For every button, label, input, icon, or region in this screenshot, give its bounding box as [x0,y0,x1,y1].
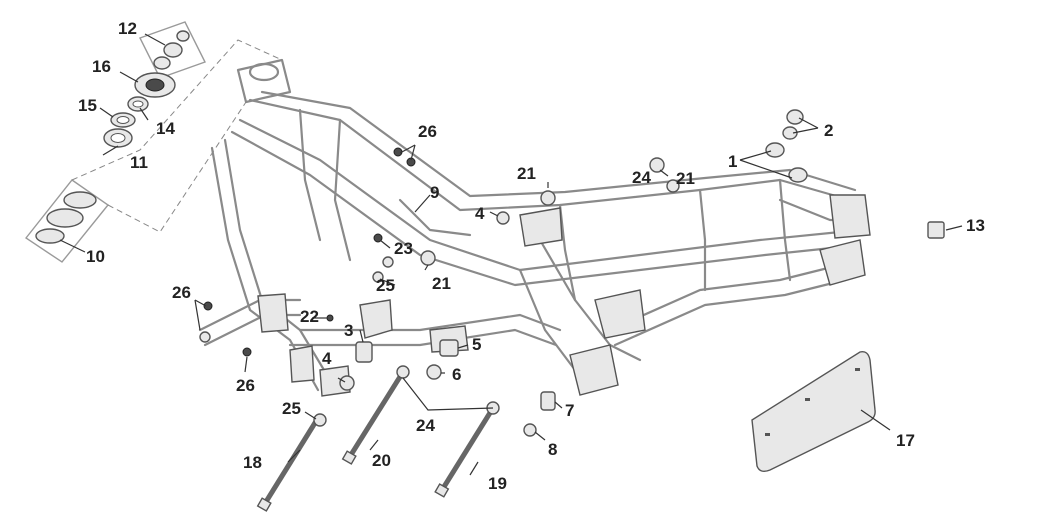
callout-1: 1 [728,152,737,171]
callout-20: 20 [372,451,391,470]
callout-25: 25 [376,276,395,295]
fasteners [199,109,945,437]
callout-11: 11 [130,153,148,172]
callout-4: 4 [322,349,332,368]
leader-lines [59,33,963,476]
callout-labels: 1 2 3 4 4 5 6 7 8 9 10 11 12 13 14 15 16… [78,19,985,493]
callout-24: 24 [632,168,651,187]
callout-4: 4 [475,204,485,223]
long-bolts [256,370,496,512]
callout-26: 26 [418,122,437,141]
callout-21: 21 [517,164,536,183]
callout-18: 18 [243,453,262,472]
callout-19: 19 [488,474,507,493]
callout-21: 21 [676,169,695,188]
callout-25: 25 [282,399,301,418]
callout-3: 3 [344,321,353,340]
main-frame [198,58,871,397]
callout-13: 13 [966,216,985,235]
callout-26: 26 [236,376,255,395]
steering-bearing-kit [24,21,283,263]
callout-7: 7 [565,401,574,420]
callout-12: 12 [118,19,137,38]
callout-14: 14 [156,119,175,138]
callout-24: 24 [416,416,435,435]
callout-15: 15 [78,96,97,115]
callout-26: 26 [172,283,191,302]
callout-6: 6 [452,365,461,384]
callout-21: 21 [432,274,451,293]
callout-5: 5 [472,335,481,354]
callout-10: 10 [86,247,105,266]
callout-9: 9 [430,183,439,202]
callout-16: 16 [92,57,111,76]
callout-22: 22 [300,307,319,326]
callout-8: 8 [548,440,557,459]
callout-2: 2 [824,121,833,140]
callout-23: 23 [394,239,413,258]
callout-17: 17 [896,431,915,450]
cover-plate [751,350,876,473]
